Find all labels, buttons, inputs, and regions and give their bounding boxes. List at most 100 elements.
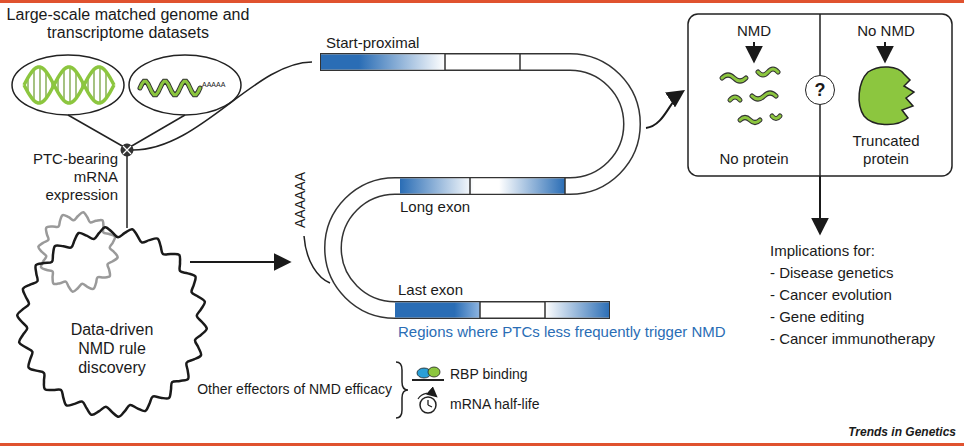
- effector-item: RBP binding: [450, 366, 580, 383]
- mrna-strand: [320, 54, 632, 318]
- region-label: Last exon: [398, 281, 548, 299]
- mrna-icon: [140, 81, 200, 94]
- junction-symbol: [121, 144, 133, 156]
- mrna-fragments: [740, 118, 760, 123]
- clock-icon: [420, 397, 436, 413]
- dataset-caption: Large-scale matched genome and transcrip…: [6, 6, 250, 42]
- mrna-fragments: [772, 116, 780, 119]
- effector-item: mRNA half-life: [450, 396, 580, 413]
- outcome-heading: NMD: [735, 22, 773, 40]
- dataset-ovals: [12, 55, 124, 115]
- mrna-fragments: [758, 69, 778, 75]
- mrna-fragments: [772, 116, 780, 119]
- rbp-icon: [412, 379, 444, 381]
- gear-squiggle: [38, 212, 117, 291]
- mrna-fragments: [752, 93, 776, 99]
- mrna-strand: [400, 179, 565, 194]
- mrna-strand: [545, 303, 609, 318]
- outcome-panel: [688, 14, 952, 176]
- merge-lines: [126, 156, 128, 228]
- question-mark: ?: [815, 81, 826, 99]
- clock-icon: [418, 393, 436, 413]
- dna-icon: [45, 72, 46, 99]
- mrna-fragments: [752, 93, 776, 99]
- clock-icon: [428, 400, 432, 407]
- mrna-strand: [321, 55, 445, 70]
- region-label: Long exon: [400, 198, 550, 216]
- region-key: Regions where PTCs less frequently trigg…: [398, 323, 778, 341]
- discovery-circle: Data-driven NMD rule discovery: [15, 225, 209, 419]
- implication-item: - Disease genetics: [770, 264, 958, 282]
- polya-tail-label: AAAAAA: [292, 164, 308, 236]
- dna-icon: [24, 67, 114, 103]
- outcome-heading: No NMD: [855, 22, 917, 40]
- expression-caption: PTC-bearing mRNA expression: [6, 150, 118, 204]
- flow-arrow: [190, 261, 288, 263]
- implication-item: - Gene editing: [770, 308, 958, 326]
- rbp-icon: [412, 367, 444, 380]
- question-circle: ?: [805, 75, 835, 105]
- polya-mini: AAAAA: [202, 81, 236, 89]
- polya-tail: [304, 236, 330, 283]
- merge-lines: [130, 115, 185, 147]
- mrna-icon: [140, 81, 200, 94]
- outcome-half: No NMD Truncated protein: [824, 18, 948, 172]
- mrna-fragments: [722, 75, 746, 81]
- node-text: Data-driven NMD rule discovery: [52, 320, 172, 377]
- mrna-fragments: [740, 118, 760, 123]
- squiggle-outline: [17, 227, 207, 417]
- effector-caption: Other effectors of NMD efficacy: [180, 381, 392, 398]
- mrna-icon: [140, 81, 200, 94]
- dna-icon: [33, 69, 34, 100]
- clock-icon: [418, 393, 436, 399]
- mrna-strand: [320, 62, 632, 310]
- gear-squiggle: [38, 212, 117, 291]
- outcome-panel: [688, 14, 952, 176]
- implication-item: - Cancer evolution: [770, 286, 958, 304]
- frame-rule: [0, 0, 964, 3]
- mrna-fragments: [730, 97, 740, 100]
- dna-icon: [69, 67, 70, 103]
- journal-mark: Trends in Genetics: [790, 425, 956, 439]
- dna-icon: [24, 67, 114, 103]
- junction-symbol: [123, 146, 131, 154]
- dna-icon: [105, 72, 106, 99]
- polya-tail: [304, 236, 330, 283]
- mrna-strand: [395, 303, 480, 318]
- text-holder: Data-driven NMD rule discovery: [15, 320, 209, 377]
- implication-item: - Cancer immunotherapy: [770, 330, 958, 348]
- effector-brace: [396, 362, 408, 418]
- dna-icon: [75, 72, 76, 99]
- outcome-half: NMDNo protein: [692, 18, 816, 172]
- mrna-fragments: [722, 75, 746, 81]
- truncated-protein: [859, 67, 914, 125]
- implications-arrow: [819, 176, 821, 232]
- outcome-panel: [753, 42, 755, 60]
- implications-arrow: [820, 176, 821, 232]
- to-outcome-arrow: [646, 92, 682, 128]
- mrna-strand: [445, 54, 565, 318]
- dna-icon: [63, 69, 64, 100]
- frame-rule: [0, 443, 964, 446]
- truncated-protein: [859, 67, 914, 125]
- rbp-icon: [428, 367, 440, 377]
- flow-arrow: [190, 262, 288, 263]
- mrna-fragments: [758, 69, 778, 75]
- merge-lines: [68, 115, 124, 147]
- outcome-panel: [884, 42, 886, 60]
- mrna-fragments: [730, 97, 740, 100]
- outcome-result: Truncated protein: [839, 132, 933, 168]
- mrna-fragments: [722, 69, 780, 123]
- effector-brace: [396, 362, 408, 418]
- merge-lines: [133, 62, 312, 150]
- mrna-strand: [321, 62, 632, 310]
- dna-icon: [24, 67, 114, 103]
- region-label: Start-proximal: [326, 34, 476, 52]
- dna-icon: [39, 67, 40, 103]
- merge-lines: [68, 62, 312, 228]
- dataset-ovals: [129, 55, 241, 115]
- implications-heading: Implications for:: [770, 242, 958, 260]
- to-outcome-arrow: [646, 92, 682, 128]
